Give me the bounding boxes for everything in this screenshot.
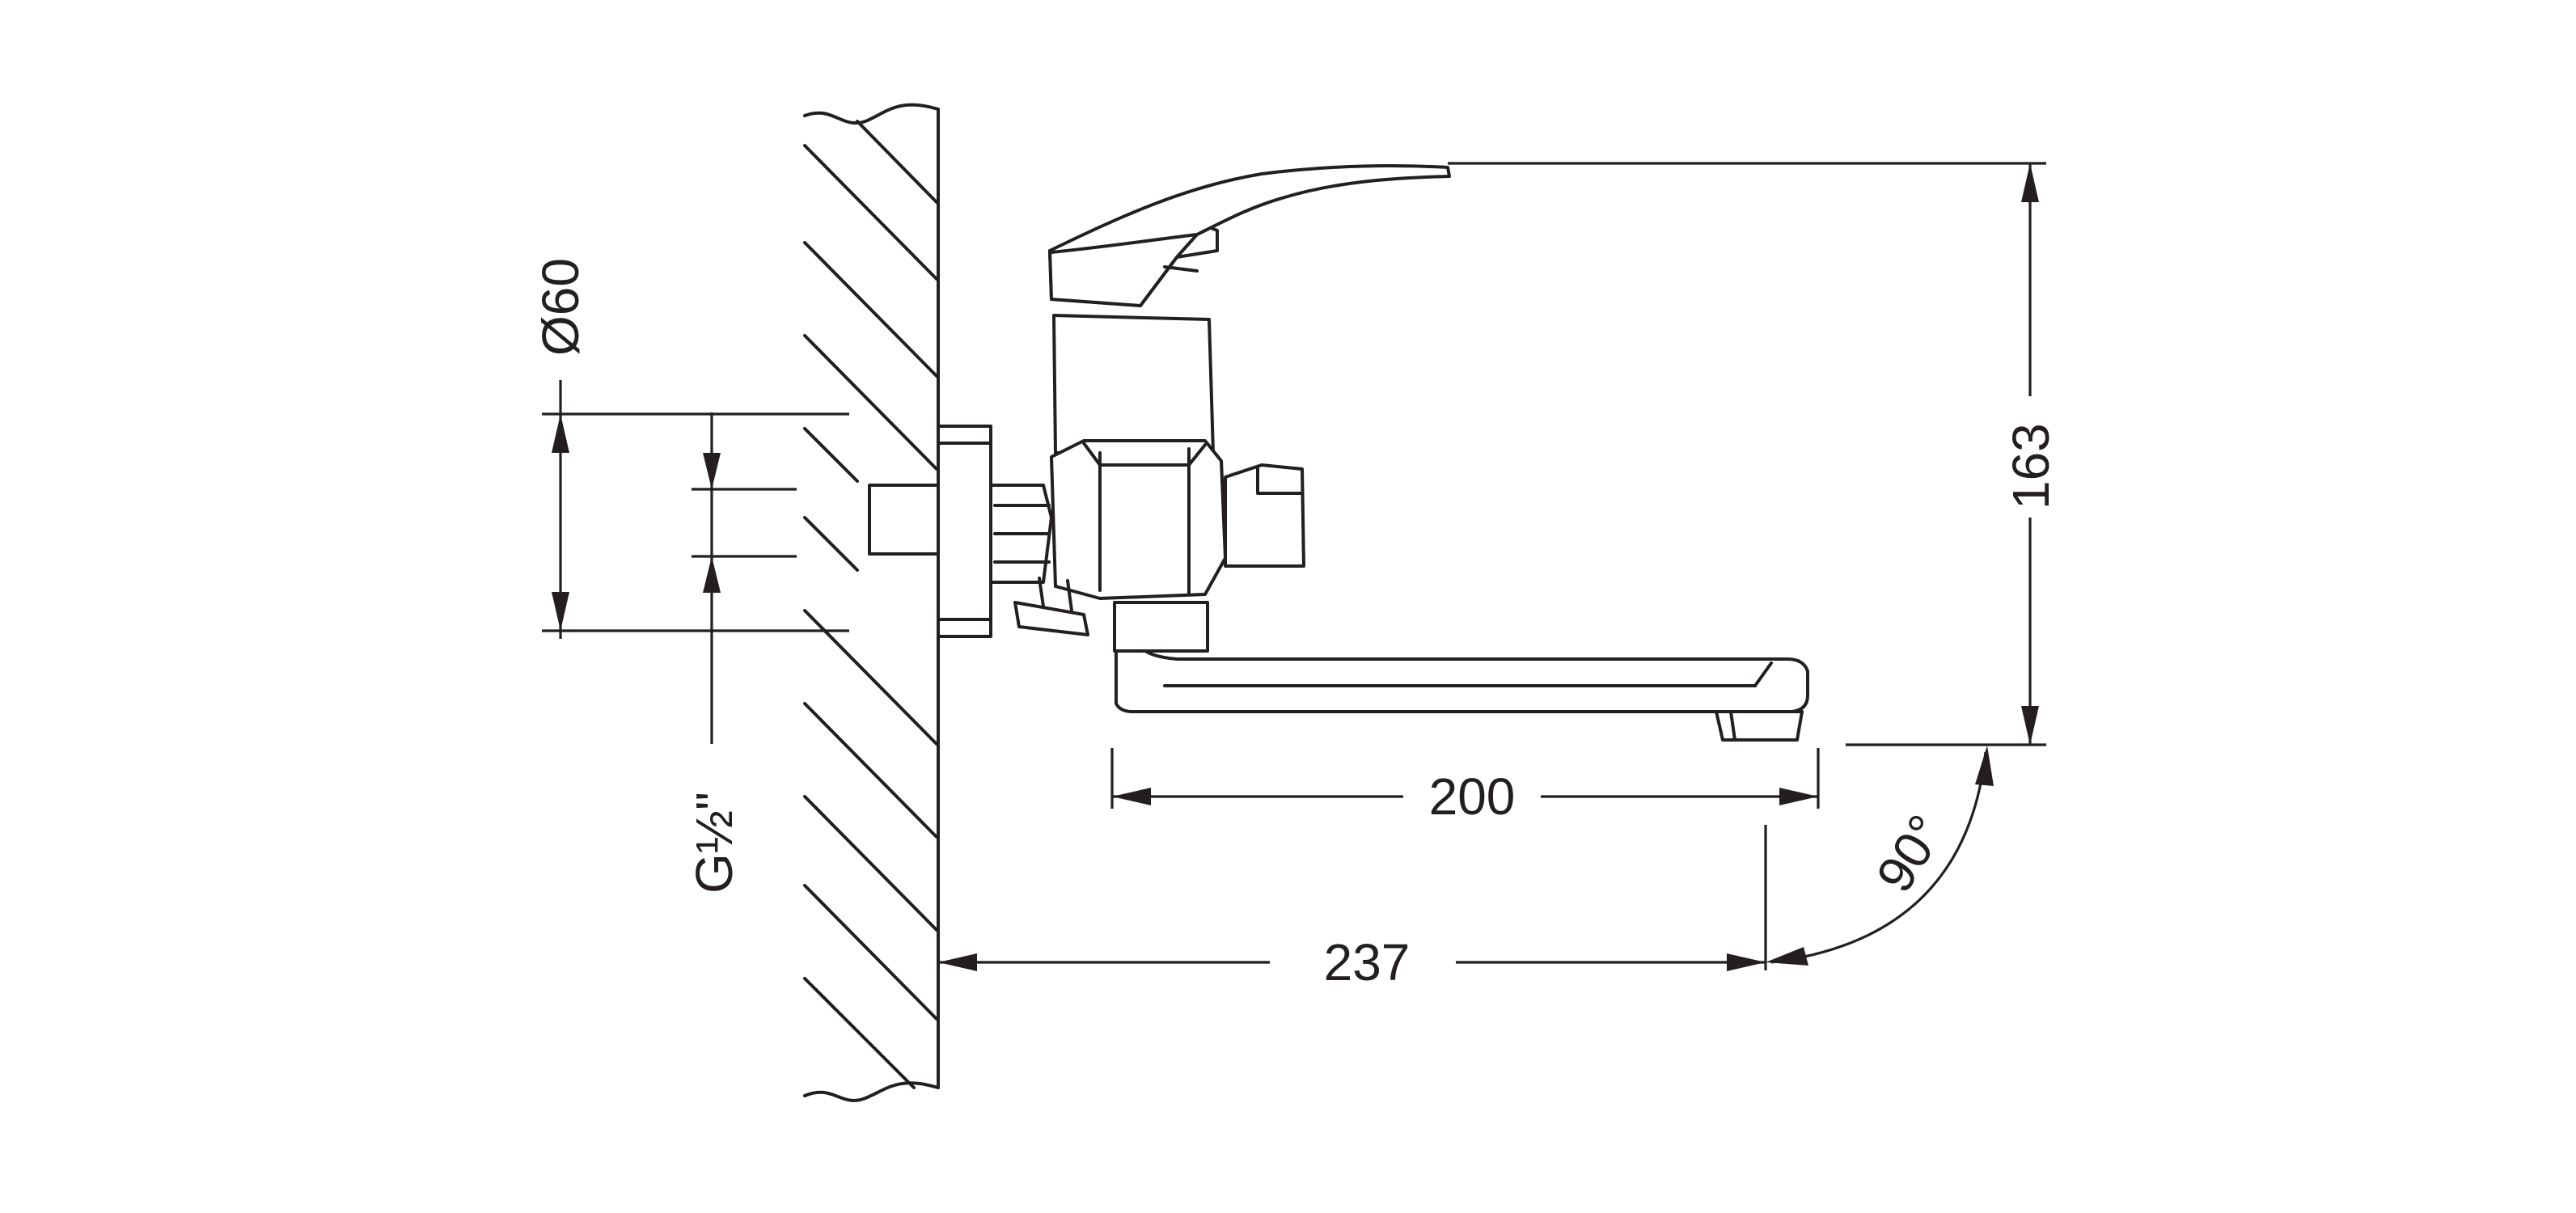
arrow-reach-left: [1112, 788, 1151, 805]
dim-thread: G½": [685, 412, 797, 894]
arrow-projection-left: [938, 953, 977, 971]
wall-flange: [937, 425, 992, 638]
arrow-height-bottom: [2021, 706, 2039, 745]
projection-label: 237: [1324, 933, 1411, 991]
spout: [1115, 645, 1809, 713]
flange-diameter-label: Ø60: [531, 258, 590, 356]
lever-handle: [1048, 164, 1451, 307]
swivel-angle-label: 90°: [1865, 805, 1956, 902]
dim-projection: 237: [938, 825, 1767, 991]
spout-reach-label: 200: [1429, 767, 1516, 826]
arrow-flange-bottom: [552, 592, 569, 631]
wall-break-bottom: [803, 1081, 940, 1102]
dim-swivel-angle: 90°: [1766, 746, 1994, 966]
aerator: [1715, 710, 1804, 742]
dim-height: 163: [1448, 162, 2060, 746]
arrow-thread-top: [703, 453, 721, 489]
diverter-lever: [1013, 601, 1089, 636]
arrow-angle-bottom: [1766, 947, 1808, 966]
arrow-thread-bottom: [703, 556, 721, 593]
mixer-body: [1052, 314, 1215, 454]
inlet-pipe: [868, 484, 944, 556]
arrow-height-top: [2021, 163, 2039, 202]
dim-spout-reach: 200: [1110, 748, 1820, 826]
arrow-flange-top: [552, 414, 569, 453]
spout-collar: [1113, 601, 1209, 653]
arrow-projection-right: [1727, 953, 1766, 971]
dim-flange-diameter: Ø60: [531, 258, 849, 639]
arrow-reach-right: [1779, 788, 1818, 805]
height-label: 163: [2002, 423, 2060, 509]
faucet: [868, 164, 1809, 742]
wall-break-top: [803, 103, 940, 125]
thread-label: G½": [685, 792, 743, 894]
arrow-angle-top: [1975, 746, 1994, 786]
wall-hatching: [803, 120, 938, 1089]
wall-section: [803, 103, 940, 1102]
side-knob: [1224, 463, 1305, 568]
